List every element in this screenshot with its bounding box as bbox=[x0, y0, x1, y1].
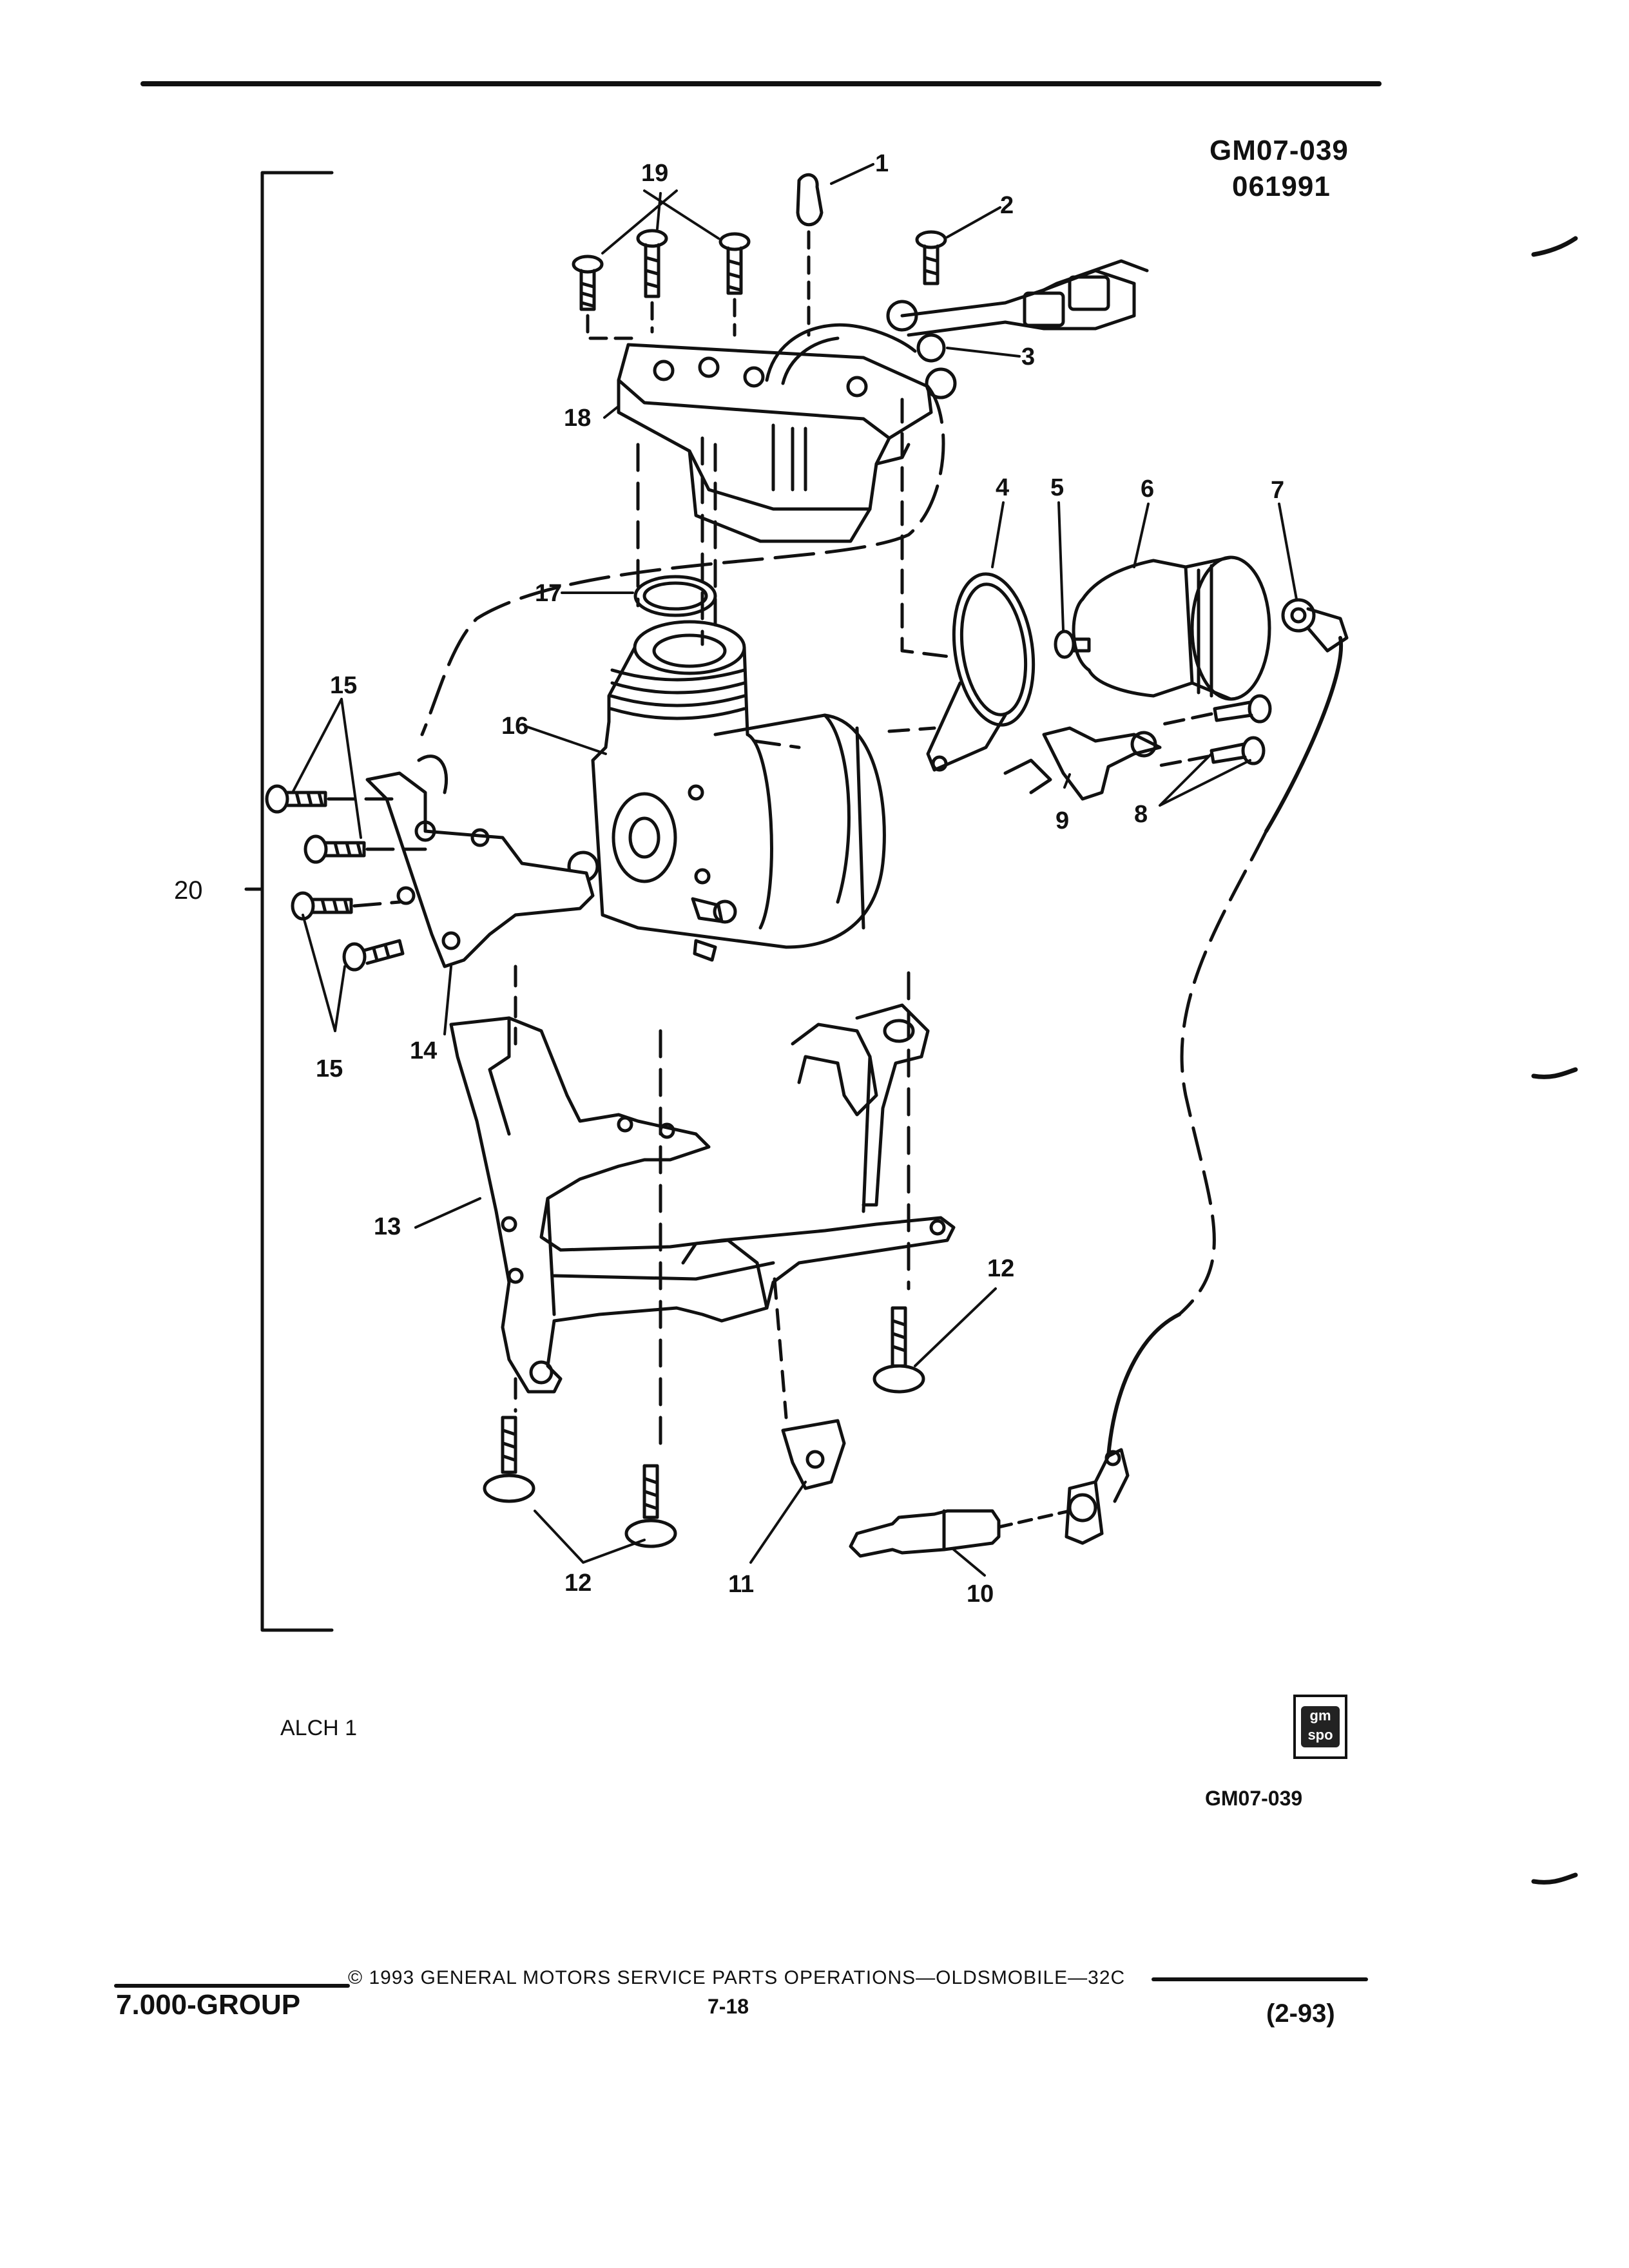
part-7-height-sensor bbox=[1106, 598, 1349, 1458]
callout-15-top: 15 bbox=[330, 672, 358, 699]
part-16-compressor bbox=[567, 620, 886, 962]
part-1-clip bbox=[796, 173, 824, 227]
series-label: ALCH 1 bbox=[280, 1716, 358, 1740]
part-3-harness-connector bbox=[886, 259, 1149, 363]
callout-15-bottom: 15 bbox=[316, 1055, 343, 1082]
figure-code: GM07-039 bbox=[1210, 135, 1349, 166]
callout-11: 11 bbox=[728, 1571, 755, 1598]
callout-12-bottom: 12 bbox=[564, 1570, 592, 1597]
callout-8: 8 bbox=[1134, 801, 1148, 828]
callout-5: 5 bbox=[1050, 474, 1065, 501]
callout-2: 2 bbox=[1000, 192, 1014, 219]
callout-1: 1 bbox=[875, 150, 889, 177]
figure-code-repeat: GM07-039 bbox=[1205, 1787, 1303, 1810]
callout-16: 16 bbox=[501, 713, 529, 740]
part-4-retaining-band bbox=[926, 572, 1036, 772]
assembly-bracket bbox=[260, 171, 334, 1632]
part-11-clip bbox=[781, 1419, 846, 1490]
callout-6: 6 bbox=[1141, 476, 1155, 503]
footer-revision: (2-93) bbox=[1266, 1999, 1335, 2028]
callout-19: 19 bbox=[641, 160, 669, 187]
callout-13: 13 bbox=[374, 1213, 401, 1240]
part-8-screws bbox=[1152, 694, 1272, 769]
callout-12-right: 12 bbox=[987, 1255, 1015, 1282]
part-14-mounting-plate bbox=[365, 754, 595, 968]
part-9-bracket bbox=[1003, 726, 1162, 801]
callout-10: 10 bbox=[967, 1581, 994, 1608]
part-12-screws bbox=[483, 1306, 925, 1548]
figure-date-code: 061991 bbox=[1232, 171, 1331, 202]
part-6-dryer-canister bbox=[1072, 555, 1271, 701]
callout-3: 3 bbox=[1021, 343, 1036, 370]
footer-page-number: 7-18 bbox=[708, 1995, 749, 2018]
part-19-screws bbox=[572, 229, 751, 340]
callout-7: 7 bbox=[1271, 477, 1285, 504]
callout-14: 14 bbox=[410, 1037, 438, 1064]
callout-17: 17 bbox=[535, 580, 563, 607]
part-17-seal bbox=[633, 575, 717, 617]
part-13-frame-bracket bbox=[449, 1003, 956, 1394]
callout-9: 9 bbox=[1055, 807, 1070, 834]
leader-lines bbox=[292, 163, 1298, 1577]
callout-4: 4 bbox=[996, 474, 1010, 501]
part-10-link-rod bbox=[849, 1448, 1130, 1558]
callout-18: 18 bbox=[564, 405, 592, 432]
footer-copyright: © 1993 GENERAL MOTORS SERVICE PARTS OPER… bbox=[348, 1967, 1126, 1988]
part-15-bolts bbox=[265, 739, 801, 972]
part-2-screw bbox=[915, 230, 947, 285]
footer-group: 7.000-GROUP bbox=[116, 1989, 301, 2021]
callout-20: 20 bbox=[174, 876, 203, 905]
part-18-relay-housing bbox=[420, 323, 957, 736]
